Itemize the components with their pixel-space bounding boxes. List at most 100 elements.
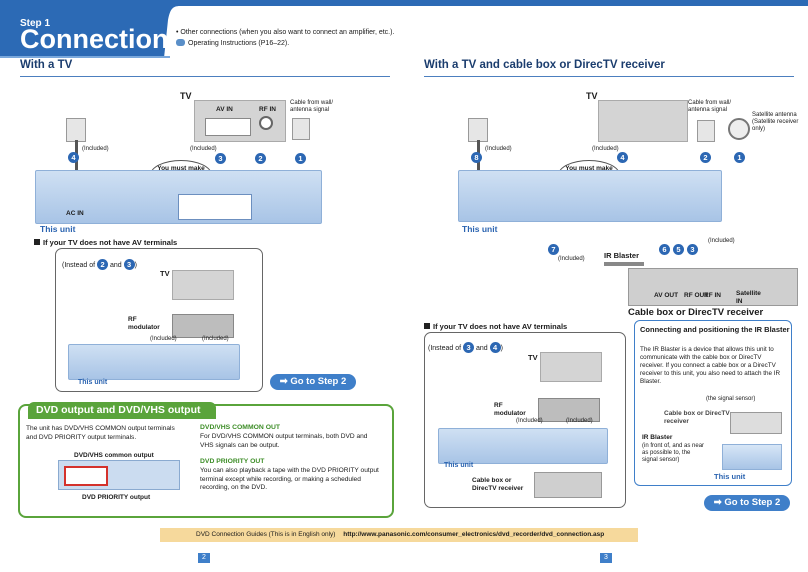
- right-heading: With a TV and cable box or DirecTV recei…: [424, 59, 665, 71]
- rf-in-terminal: [259, 116, 273, 130]
- arrow-icon: [176, 39, 185, 46]
- rf-modulator-box-right: [538, 398, 600, 422]
- included-label-r4: (Included): [708, 238, 735, 244]
- satellite-dish-icon: [728, 118, 750, 140]
- small-this-unit-label-right: This unit: [444, 462, 474, 469]
- step-number-3: 3: [215, 153, 226, 164]
- ir-blaster-device: [604, 262, 644, 266]
- included-label-r1: (Included): [485, 146, 512, 152]
- cable-from-wall-label-right: Cable from wall/ antenna signal: [688, 100, 732, 113]
- left-heading: With a TV: [20, 59, 73, 71]
- dvd-output-tab: DVD output and DVD/VHS output: [28, 402, 216, 419]
- page-number-right: 3: [600, 553, 612, 563]
- instead-pre: (Instead of: [62, 262, 96, 269]
- antenna-wall-jack: [292, 118, 310, 140]
- included-label-mod-2: (Included): [202, 336, 229, 342]
- instead-post: ): [134, 262, 137, 269]
- ir-box-body: The IR Blaster is a device that allows t…: [640, 346, 781, 385]
- ir-box-cable-device: [730, 412, 782, 434]
- priority-out-text: You can also playback a tape with the DV…: [200, 467, 379, 491]
- wall-outlet-right: [468, 118, 488, 142]
- tv-back-panel-right: [598, 100, 688, 142]
- footer-bar: DVD Connection Guides (This is in Englis…: [160, 528, 638, 542]
- tv-label-right: TV: [586, 91, 598, 101]
- signal-sensor-label: (the signal sensor): [706, 396, 756, 402]
- instead-and-right: and: [475, 345, 488, 352]
- footer-url[interactable]: http://www.panasonic.com/consumer_electr…: [343, 531, 605, 538]
- ir-box-blaster-desc: (in front of, and as near as possible to…: [642, 443, 705, 463]
- instead-post-right: ): [500, 345, 503, 352]
- dvd-intro-text: The unit has DVD/VHS COMMON output termi…: [26, 425, 175, 441]
- no-av-subheading-text: If your TV does not have AV terminals: [43, 238, 178, 247]
- small-this-unit-label: This unit: [78, 379, 108, 386]
- step-number-2: 2: [255, 153, 266, 164]
- this-unit-label: This unit: [40, 224, 76, 234]
- cable-box-label: Cable box or DirecTV receiver: [628, 307, 764, 318]
- step-number-6: 6: [659, 244, 670, 255]
- ir-blaster-label: IR Blaster: [604, 251, 640, 260]
- instead-pre-right: (Instead of: [428, 345, 462, 352]
- step-number-4: 4: [68, 152, 79, 163]
- wall-outlet: [66, 118, 86, 142]
- this-unit-label-right: This unit: [462, 224, 498, 234]
- go-step-text-right: Go to Step 2: [724, 497, 781, 508]
- small-tv-label: TV: [160, 269, 170, 278]
- av-out-label: AV OUT: [654, 292, 679, 299]
- rf-out-label: RF OUT: [684, 292, 709, 299]
- satellite-in-label: Satellite IN: [736, 290, 761, 305]
- unit-av-terminals: [178, 194, 252, 220]
- page-title: Connection: [20, 24, 169, 54]
- unit-back-panel-right: [458, 170, 722, 222]
- no-av-subheading-right-text: If your TV does not have AV terminals: [433, 322, 568, 331]
- no-av-subheading: If your TV does not have AV terminals: [34, 238, 177, 247]
- cable-box-panel: [628, 268, 798, 306]
- instead-num-3-right: 3: [463, 342, 475, 353]
- ac-in-label: AC IN: [66, 210, 84, 217]
- instead-and: and: [109, 262, 122, 269]
- footer-text: DVD Connection Guides (This is in Englis…: [196, 531, 336, 538]
- priority-output-label: DVD PRIORITY output: [82, 494, 151, 501]
- common-output-label: DVD/VHS common output: [74, 452, 154, 459]
- small-tv-label-right: TV: [528, 353, 538, 362]
- small-unit-panel: [68, 344, 240, 380]
- go-to-step2-button-right[interactable]: ➡ Go to Step 2: [704, 495, 790, 511]
- included-label-r6: (Included): [566, 418, 593, 424]
- instead-num-4-right: 4: [489, 342, 501, 353]
- av-in-terminals: [205, 118, 251, 136]
- included-label-r5: (Included): [516, 418, 543, 424]
- rf-modulator-box: [172, 314, 234, 338]
- step-number-7: 7: [548, 244, 559, 255]
- common-out-heading: DVD/VHS COMMON OUT: [200, 424, 281, 431]
- note-operating-instructions[interactable]: Operating Instructions (P16–22).: [176, 38, 394, 49]
- go-step-text: Go to Step 2: [290, 376, 347, 387]
- step-label: Step 1: [20, 18, 51, 29]
- rf-in-label: RF IN: [259, 106, 276, 113]
- included-label-mod-1: (Included): [150, 336, 177, 342]
- left-divider: [20, 76, 390, 77]
- satellite-label: Satellite antenna (Satellite receiver on…: [752, 112, 799, 132]
- cable-from-wall-label: Cable from wall/ antenna signal: [290, 100, 334, 113]
- ir-box-cable-label: Cable box or DirecTV receiver: [664, 410, 730, 425]
- step-number-2-right: 2: [700, 152, 711, 163]
- step-number-1: 1: [295, 153, 306, 164]
- small-tv-panel: [172, 270, 234, 300]
- page-number-left: 2: [198, 553, 210, 563]
- no-av-subheading-right: If your TV does not have AV terminals: [424, 322, 567, 331]
- note-link-text: Operating Instructions (P16–22).: [188, 40, 290, 47]
- tv-label: TV: [180, 91, 192, 101]
- common-terminals-highlight: [64, 466, 108, 486]
- av-in-label: AV IN: [216, 106, 233, 113]
- step-number-1-right: 1: [734, 152, 745, 163]
- included-label-av: (Included): [190, 146, 217, 152]
- rf-modulator-label: RF modulator: [128, 316, 160, 331]
- ir-box-unit-device: [722, 444, 782, 470]
- instead-num-2: 2: [97, 259, 109, 270]
- header-band: [0, 0, 808, 58]
- note-other-connections: • Other connections (when you also want …: [176, 29, 395, 36]
- step-number-8: 8: [471, 152, 482, 163]
- small-cable-box-label: Cable box or DirecTV receiver: [472, 477, 524, 492]
- go-to-step2-button-left[interactable]: ➡ Go to Step 2: [270, 374, 356, 390]
- common-out-text: For DVD/VHS COMMON output terminals, bot…: [200, 433, 368, 449]
- instead-of-label-right: (Instead of 3 and 4): [428, 342, 503, 353]
- rf-in-label-box: RF IN: [704, 292, 721, 299]
